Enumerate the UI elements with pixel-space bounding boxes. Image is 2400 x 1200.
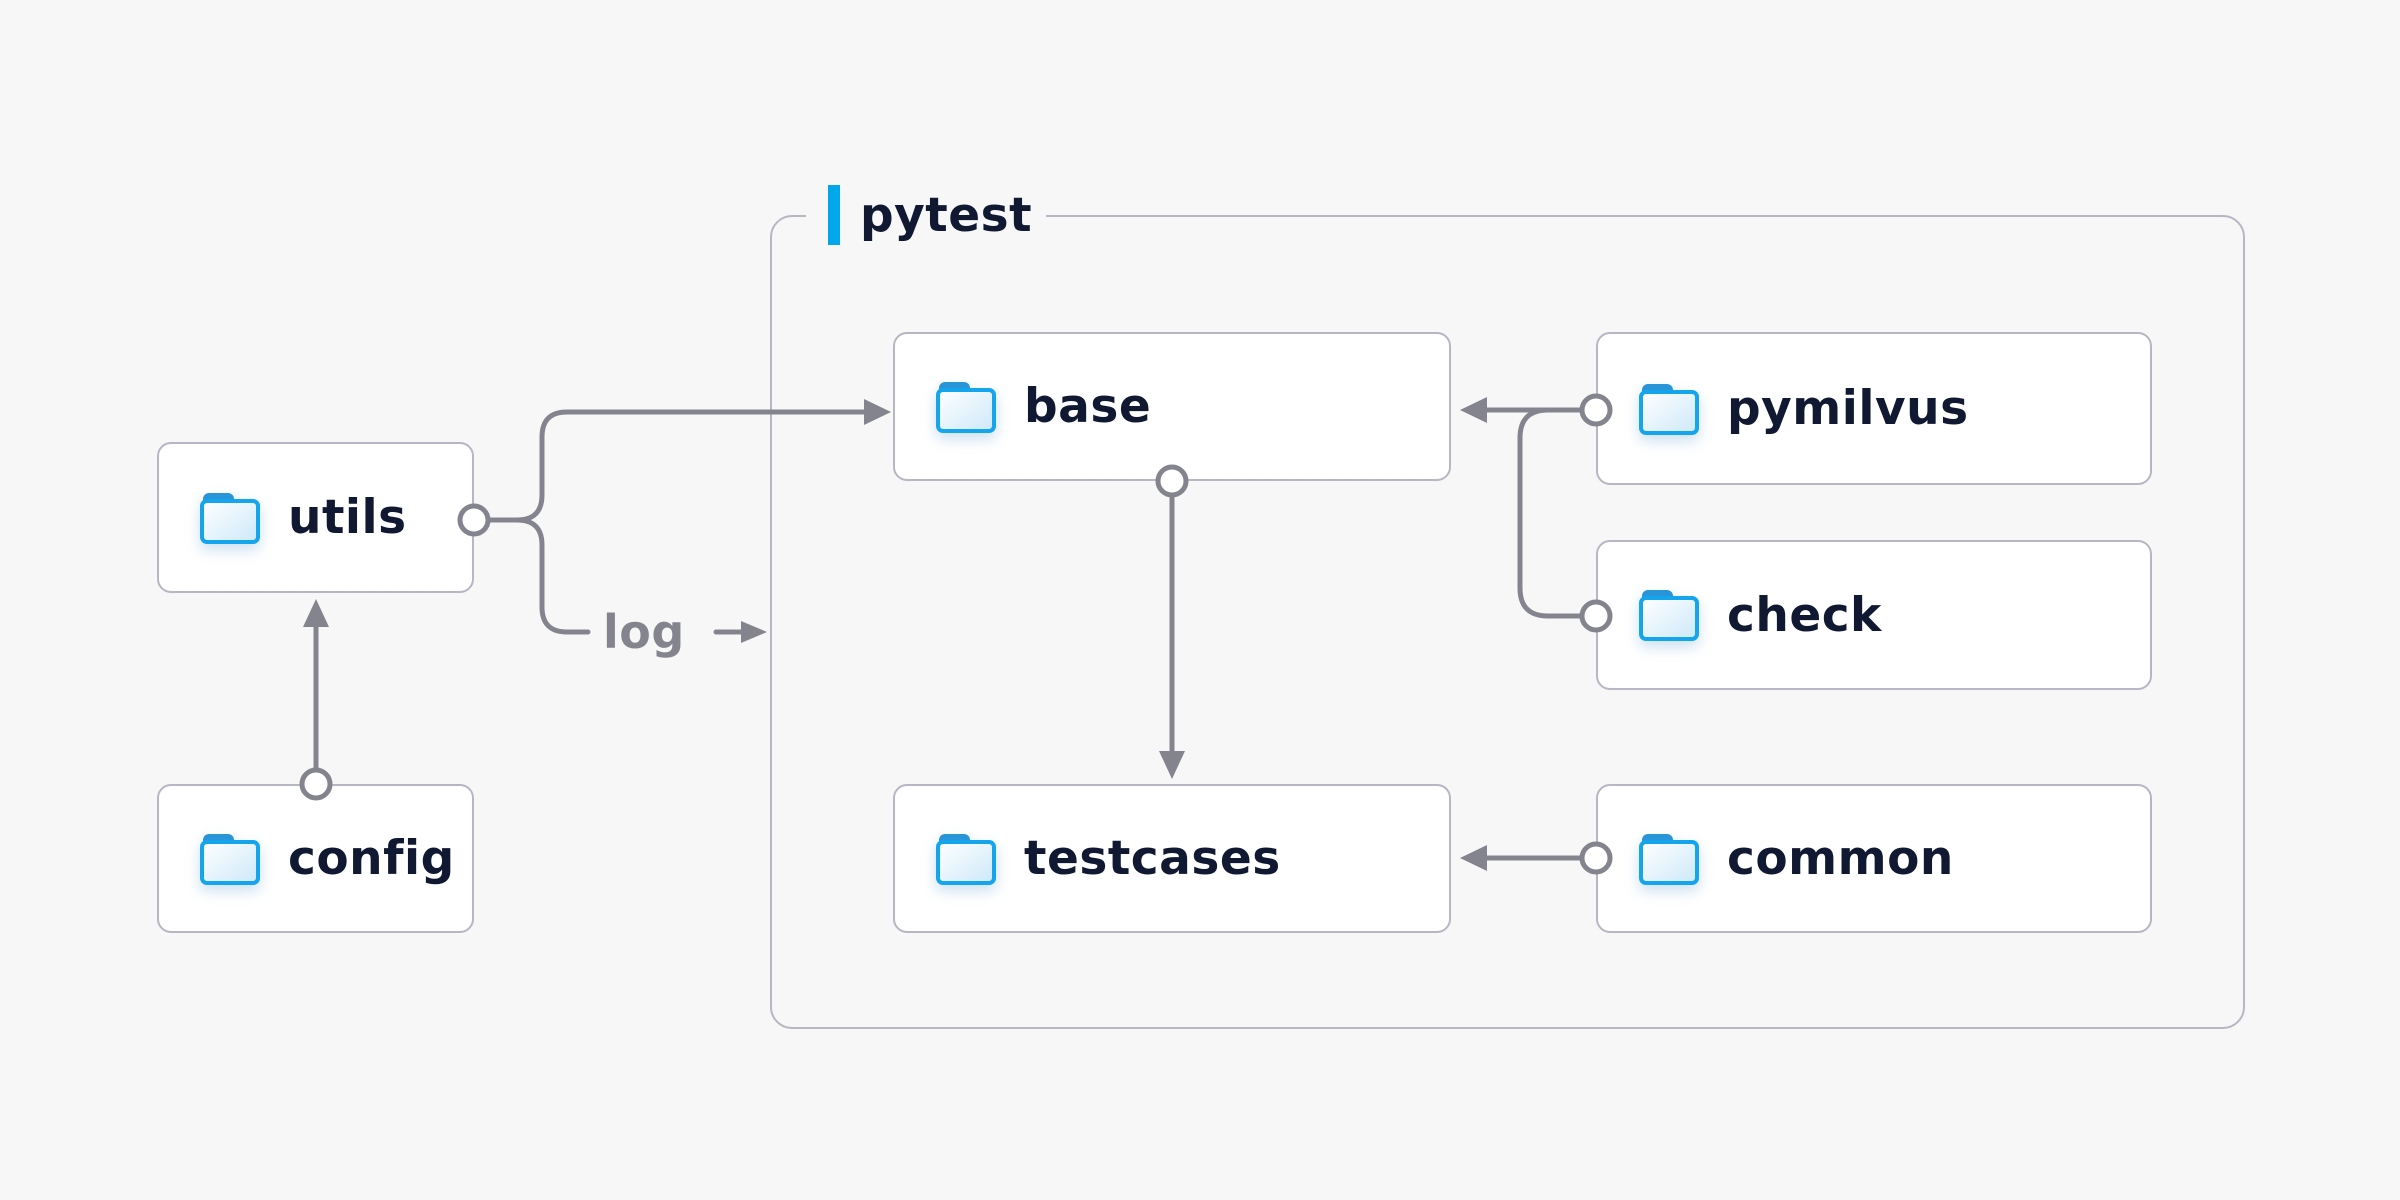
node-check: check xyxy=(1596,540,2152,690)
folder-icon xyxy=(1639,833,1699,885)
folder-body xyxy=(1639,596,1699,641)
folder-body xyxy=(200,498,260,544)
folder-body xyxy=(936,387,996,433)
arrowhead-into-utils xyxy=(303,599,329,627)
node-label: utils xyxy=(288,490,407,545)
pytest-group-container xyxy=(770,215,2245,1029)
folder-icon xyxy=(1639,383,1699,435)
edge-utils-to-log xyxy=(486,517,591,635)
node-label: check xyxy=(1727,587,1882,643)
node-label: base xyxy=(1024,379,1152,434)
node-label: config xyxy=(288,831,455,886)
folder-icon xyxy=(200,833,260,885)
node-utils: utils xyxy=(157,442,474,593)
folder-icon xyxy=(1639,590,1699,641)
node-label: pymilvus xyxy=(1727,381,1969,436)
folder-body xyxy=(1639,839,1699,885)
accent-bar xyxy=(828,185,840,245)
pytest-group-label: pytest xyxy=(806,182,1047,248)
folder-icon xyxy=(200,492,260,544)
folder-body xyxy=(1639,389,1699,435)
pytest-group-label-text: pytest xyxy=(860,187,1033,243)
node-pymilvus: pymilvus xyxy=(1596,332,2152,485)
arrowhead-log xyxy=(741,621,767,643)
folder-icon xyxy=(936,833,996,885)
edge-label-log: log xyxy=(603,605,685,659)
node-base: base xyxy=(893,332,1451,481)
node-config: config xyxy=(157,784,474,933)
folder-body xyxy=(200,839,260,885)
node-label: testcases xyxy=(1024,831,1281,886)
folder-icon xyxy=(936,381,996,433)
node-label: common xyxy=(1727,831,1954,886)
folder-body xyxy=(936,839,996,885)
node-common: common xyxy=(1596,784,2152,933)
node-testcases: testcases xyxy=(893,784,1451,933)
